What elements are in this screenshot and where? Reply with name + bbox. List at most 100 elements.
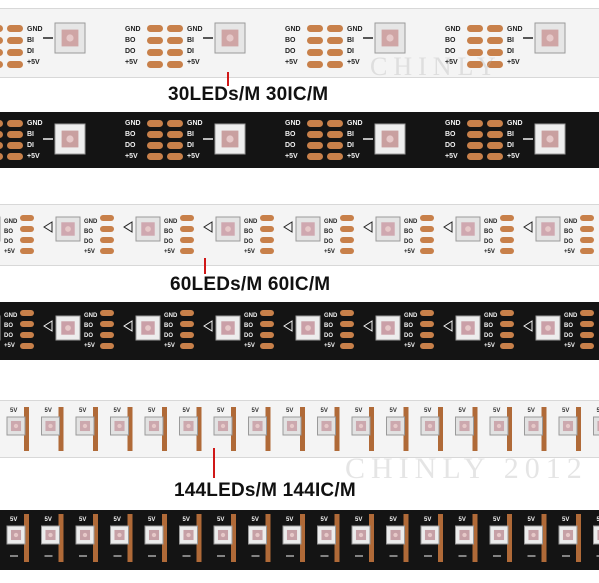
- pin-label: 5V: [79, 517, 86, 523]
- pin-label: DO: [484, 333, 493, 339]
- pin-label: BI: [27, 37, 34, 44]
- watermark: CHINLY 2012: [345, 452, 588, 485]
- pin-label: 5V: [114, 408, 121, 414]
- solder-strip: [58, 514, 64, 562]
- led-dot: [226, 135, 234, 143]
- pin-label: BO: [125, 131, 136, 138]
- solder-pad: [500, 215, 514, 221]
- pin-label: BO: [125, 37, 136, 44]
- pin-label: BI: [347, 131, 354, 138]
- pin-label: +5V: [285, 59, 298, 66]
- pin-label: GND: [285, 120, 301, 127]
- led-dot: [496, 532, 502, 538]
- led-dot: [546, 135, 554, 143]
- solder-strip: [231, 407, 236, 451]
- solder-pad: [180, 332, 194, 338]
- pin-label: 5V: [10, 408, 17, 414]
- pin-label: +5V: [244, 343, 255, 349]
- pin-label: GND: [564, 313, 578, 319]
- pin-label: 5V: [390, 517, 397, 523]
- pin-label: DO: [285, 48, 296, 55]
- solder-pad: [580, 332, 594, 338]
- solder-strip: [162, 407, 167, 451]
- pin-label: DI: [347, 48, 354, 55]
- solder-pad: [167, 131, 183, 138]
- solder-pad: [487, 49, 503, 56]
- solder-pad: [180, 343, 194, 349]
- solder-pad: [487, 25, 503, 32]
- solder-pad: [307, 131, 323, 138]
- pin-label: GND: [507, 120, 523, 127]
- pin-label: GND: [27, 26, 43, 33]
- pin-label: BO: [564, 323, 573, 329]
- solder-pad: [0, 25, 3, 32]
- solder-strip: [334, 514, 340, 562]
- led-dot: [226, 34, 234, 42]
- pin-label: +5V: [4, 249, 15, 255]
- pin-label: DO: [4, 239, 13, 245]
- solder-pad: [147, 37, 163, 44]
- pin-label: BI: [187, 37, 194, 44]
- pin-label: BO: [4, 323, 13, 329]
- pin-label: +5V: [27, 59, 40, 66]
- arrow-mark: [283, 221, 293, 233]
- pin-label: DO: [164, 239, 173, 245]
- pin-label: DO: [125, 48, 136, 55]
- pin-label: BO: [484, 323, 493, 329]
- pin-label: BI: [187, 131, 194, 138]
- solder-pad: [147, 131, 163, 138]
- pin-label: DO: [324, 333, 333, 339]
- pin-label: GND: [347, 26, 363, 33]
- solder-strip: [576, 514, 581, 562]
- solder-pad: [500, 343, 514, 349]
- pin-label: DO: [4, 333, 13, 339]
- solder-pad: [180, 248, 194, 254]
- solder-pad: [7, 37, 23, 44]
- solder-pad: [20, 310, 34, 316]
- solder-pad: [167, 153, 183, 160]
- led-dot: [465, 325, 471, 331]
- pin-label: GND: [484, 219, 498, 225]
- pin-label: DI: [507, 142, 514, 149]
- solder-strip: [472, 407, 478, 451]
- solder-pad: [180, 321, 194, 327]
- solder-pad: [580, 226, 594, 232]
- led-dot: [531, 532, 536, 538]
- solder-pad: [100, 321, 114, 327]
- solder-pad: [467, 37, 483, 44]
- solder-strip: [196, 407, 202, 451]
- solder-strip: [541, 514, 547, 562]
- pin-label: GND: [445, 26, 461, 33]
- pin-label: DO: [404, 239, 413, 245]
- pin-label: +5V: [125, 59, 138, 66]
- solder-pad: [180, 310, 194, 316]
- solder-strip: [300, 514, 305, 562]
- solder-pad: [147, 153, 163, 160]
- pin-label: BO: [244, 323, 253, 329]
- led-dot: [289, 423, 295, 429]
- pin-label: +5V: [187, 59, 200, 66]
- pin-label: BO: [324, 229, 333, 235]
- solder-pad: [467, 153, 483, 160]
- pin-label: 5V: [562, 517, 569, 523]
- solder-pad: [500, 237, 514, 243]
- pin-label: DI: [187, 48, 194, 55]
- solder-strip: [507, 514, 512, 562]
- led-chip: [214, 123, 246, 155]
- pin-label: +5V: [324, 343, 335, 349]
- pin-label: 5V: [528, 408, 535, 414]
- solder-pad: [180, 237, 194, 243]
- solder-pad: [420, 237, 434, 243]
- arrow-mark: [43, 320, 53, 332]
- solder-pad: [487, 120, 503, 127]
- pin-label: 5V: [355, 408, 362, 414]
- solder-pad: [580, 321, 594, 327]
- pin-label: +5V: [484, 249, 495, 255]
- pin-label: GND: [4, 313, 18, 319]
- solder-pad: [327, 37, 343, 44]
- solder-pad: [340, 310, 354, 316]
- solder-pad: [260, 226, 274, 232]
- led-dot: [385, 226, 391, 232]
